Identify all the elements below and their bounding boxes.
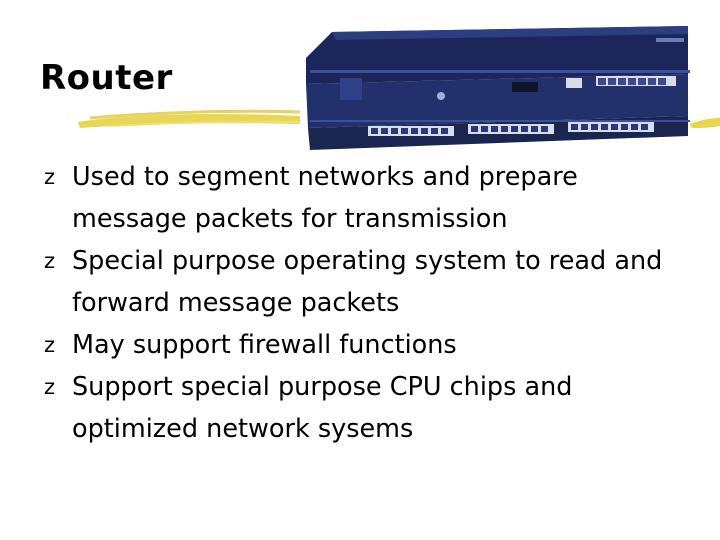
bullet-text: Used to segment networks and prepare mes… xyxy=(72,162,578,234)
bullet-text: Support special purpose CPU chips and op… xyxy=(72,372,573,444)
bullet-marker: z xyxy=(44,249,56,273)
bullet-marker: z xyxy=(44,165,56,189)
bullet-marker: z xyxy=(44,333,56,357)
bullet-item: z Used to segment networks and prepare m… xyxy=(44,156,684,240)
port-row-top xyxy=(598,78,666,85)
bullet-text: Special purpose operating system to read… xyxy=(72,246,663,318)
bullet-text: May support firewall functions xyxy=(72,330,457,360)
router-image xyxy=(306,26,690,150)
bullet-list: z Used to segment networks and prepare m… xyxy=(44,156,684,450)
bullet-item: z Support special purpose CPU chips and … xyxy=(44,366,684,450)
title-underline xyxy=(78,109,720,128)
bullet-item: z Special purpose operating system to re… xyxy=(44,240,684,324)
slide-title: Router xyxy=(40,58,173,98)
bullet-item: z May support firewall functions xyxy=(44,324,684,366)
bullet-marker: z xyxy=(44,375,56,399)
